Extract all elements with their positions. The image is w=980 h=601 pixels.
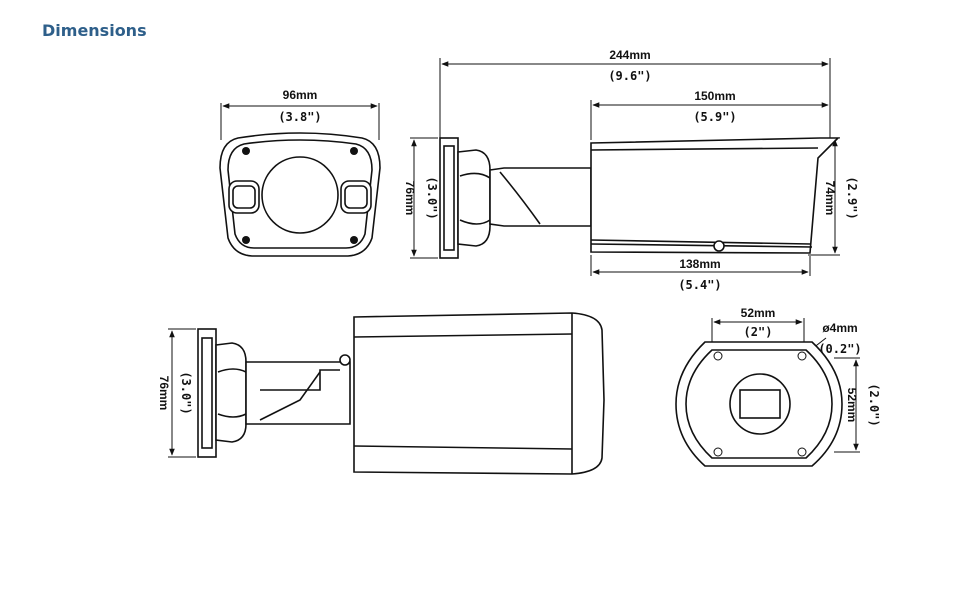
- base-height-mm: 52mm: [845, 388, 859, 423]
- housing-length-mm: 150mm: [694, 89, 735, 103]
- total-length-in: (9.6"): [608, 69, 651, 83]
- housing-height-in: (2.9"): [845, 176, 859, 219]
- bottom-view: 76mm (3.0"): [157, 312, 605, 475]
- hole-diameter-mm: ø4mm: [822, 321, 857, 335]
- front-view: 96mm (3.8"): [219, 88, 381, 257]
- base-height-in: (2.0"): [867, 383, 881, 426]
- mount-height-bottom-mm: 76mm: [157, 376, 171, 411]
- front-width-in: (3.8"): [278, 110, 321, 124]
- housing-height-mm: 74mm: [823, 181, 837, 216]
- base-view: 52mm (2") ø4mm (0.2") 52mm (2.0"): [675, 306, 881, 467]
- hole-diameter-in: (0.2"): [818, 342, 861, 356]
- total-length-mm: 244mm: [609, 48, 650, 62]
- housing-bottom-in: (5.4"): [678, 278, 721, 292]
- page-title: Dimensions: [42, 21, 147, 40]
- mount-height-bottom-in: (3.0"): [179, 371, 193, 414]
- housing-length-in: (5.9"): [693, 110, 736, 124]
- base-width-in: (2"): [744, 325, 773, 339]
- base-width-mm: 52mm: [741, 306, 776, 320]
- side-view: 244mm (9.6") 150mm (5.9") 76mm (3.0") 74…: [403, 48, 859, 292]
- housing-bottom-mm: 138mm: [679, 257, 720, 271]
- front-width-mm: 96mm: [283, 88, 318, 102]
- mount-height-side-in: (3.0"): [425, 176, 439, 219]
- mount-height-side-mm: 76mm: [403, 181, 417, 216]
